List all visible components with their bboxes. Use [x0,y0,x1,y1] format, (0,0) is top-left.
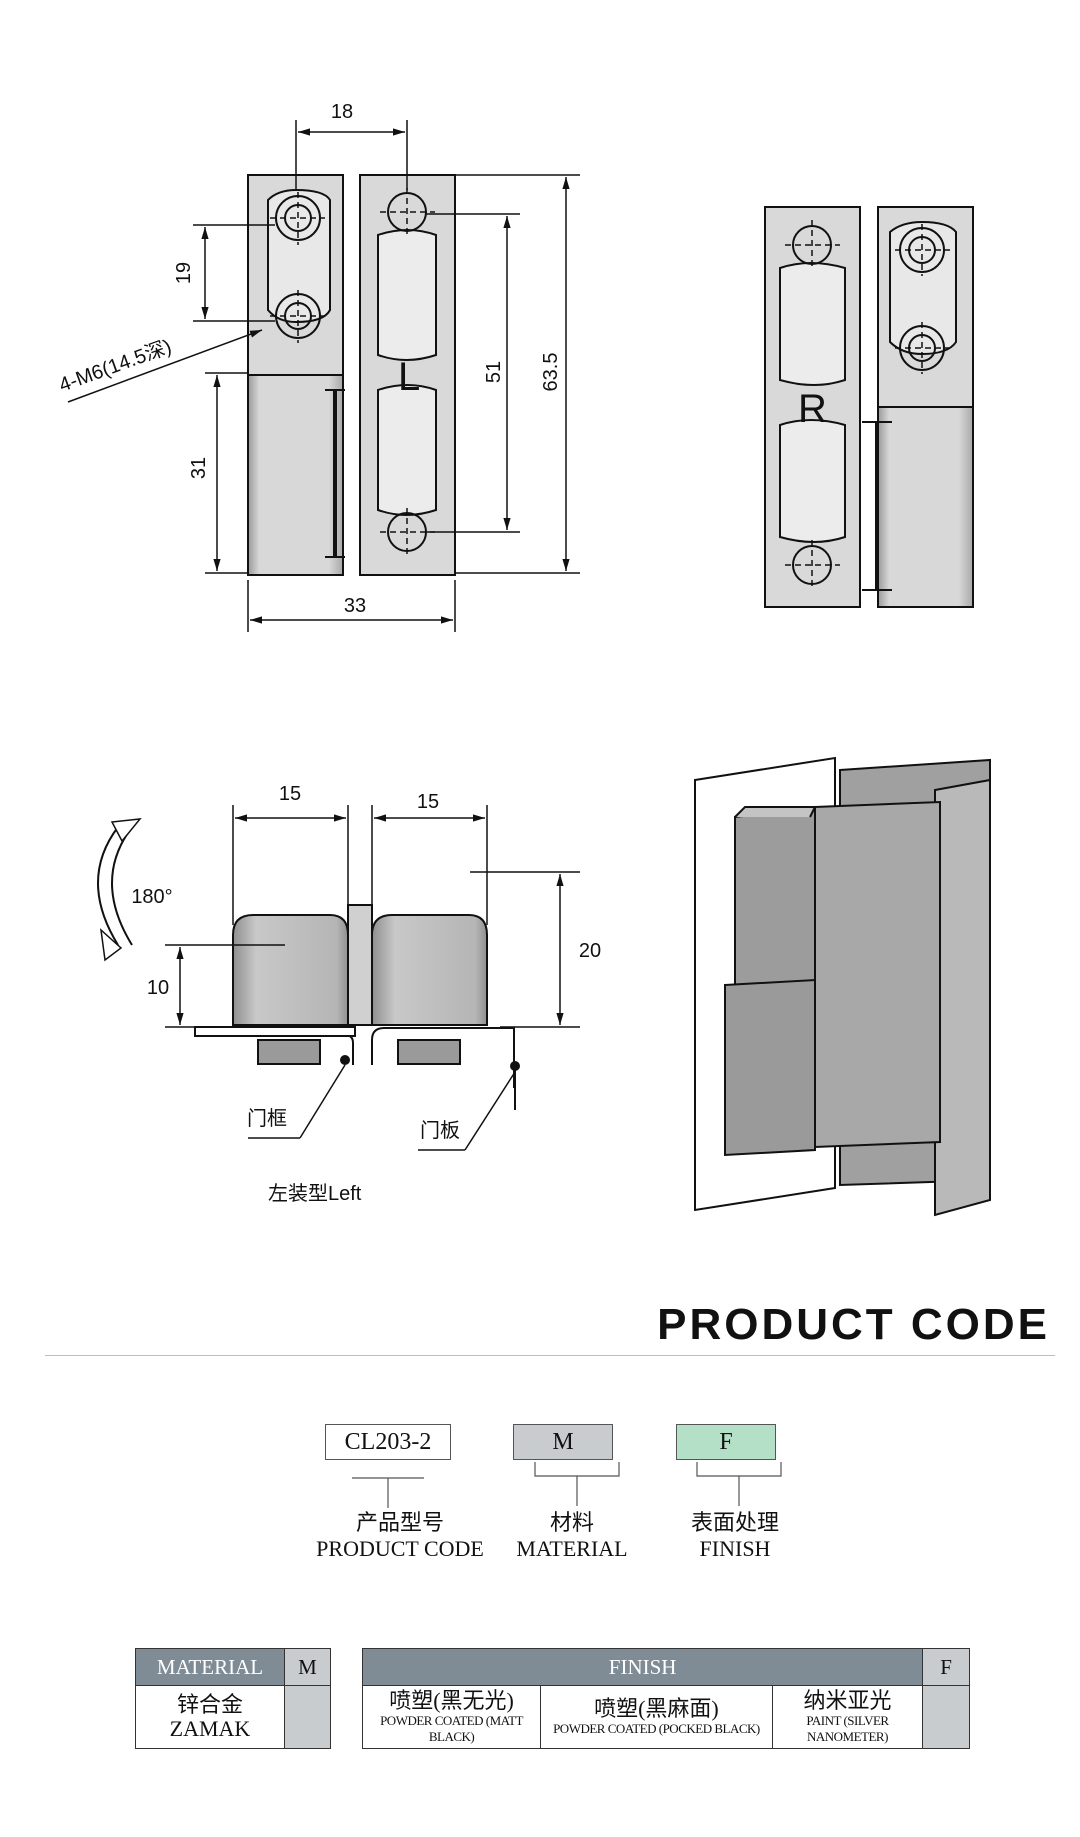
code-label-finish-cn: 表面处理 [690,1510,779,1535]
finish-option-3: 纳米亚光 PAINT (SILVER NANOMETER) [771,1685,924,1749]
isometric-view [694,756,991,1217]
code-connectors [352,1462,782,1508]
dim-63-5: 63.5 [540,353,562,392]
code-label-finish: 表面处理 FINISH [660,1510,810,1562]
material-header: MATERIAL [135,1648,285,1686]
label-mount-type: 左装型Left [268,1182,362,1205]
material-code: M [284,1648,331,1686]
finish-option-2-cn: 喷塑(黑麻面) [594,1696,719,1721]
material-table: MATERIAL M 锌合金 ZAMAK [135,1648,331,1749]
finish-code: F [922,1648,970,1686]
code-label-material-en: MATERIAL [516,1536,628,1561]
finish-option-1: 喷塑(黑无光) POWDER COATED (MATT BLACK) [361,1685,542,1749]
code-label-material: 材料 MATERIAL [497,1510,647,1562]
top-view [194,904,520,1110]
finish-option-2-en: POWDER COATED (POCKED BLACK) [553,1721,760,1736]
label-door-panel: 门板 [420,1119,460,1142]
code-box-product: CL203-2 [325,1424,451,1460]
divider [45,1355,1055,1356]
label-door-frame: 门框 [247,1107,287,1130]
material-cn: 锌合金 [176,1692,243,1717]
code-label-product-cn: 产品型号 [355,1510,444,1535]
dim-31: 31 [188,457,210,479]
product-code-title: PRODUCT CODE [657,1300,1050,1349]
mark-r: R [798,387,827,431]
front-view-dimensions [67,120,580,632]
front-view-right: R [764,206,974,608]
finish-table: FINISH F 喷塑(黑无光) POWDER COATED (MATT BLA… [361,1648,970,1749]
code-box-finish: F [676,1424,776,1460]
material-en: ZAMAK [169,1716,251,1741]
code-label-material-cn: 材料 [549,1510,594,1535]
finish-option-3-cn: 纳米亚光 [803,1688,892,1713]
material-code-cell [284,1685,331,1749]
code-label-finish-en: FINISH [699,1536,771,1561]
finish-option-1-en: POWDER COATED (MATT BLACK) [380,1713,523,1744]
dim-15-right: 15 [417,791,439,813]
finish-code-cell [922,1685,970,1749]
thread-callout: 4-M6(14.5深) [56,335,175,397]
material-cell: 锌合金 ZAMAK [135,1685,285,1749]
finish-option-2: 喷塑(黑麻面) POWDER COATED (POCKED BLACK) [540,1685,773,1749]
finish-option-1-cn: 喷塑(黑无光) [389,1688,514,1713]
code-label-product-en: PRODUCT CODE [316,1536,484,1561]
top-view-dimensions [97,805,580,1151]
dim-20: 20 [579,940,601,962]
dim-19: 19 [173,262,195,284]
mark-l: L [398,355,420,399]
dim-18: 18 [331,101,353,123]
angle-180: 180° [131,886,172,908]
dim-10: 10 [147,977,169,999]
dim-33: 33 [344,595,366,617]
finish-option-3-en: PAINT (SILVER NANOMETER) [806,1713,889,1744]
dim-51: 51 [483,361,505,383]
finish-header: FINISH [361,1648,924,1686]
code-label-product: 产品型号 PRODUCT CODE [300,1510,500,1562]
dim-15-left: 15 [279,783,301,805]
front-view-left: L [247,174,456,576]
code-box-material: M [513,1424,613,1460]
